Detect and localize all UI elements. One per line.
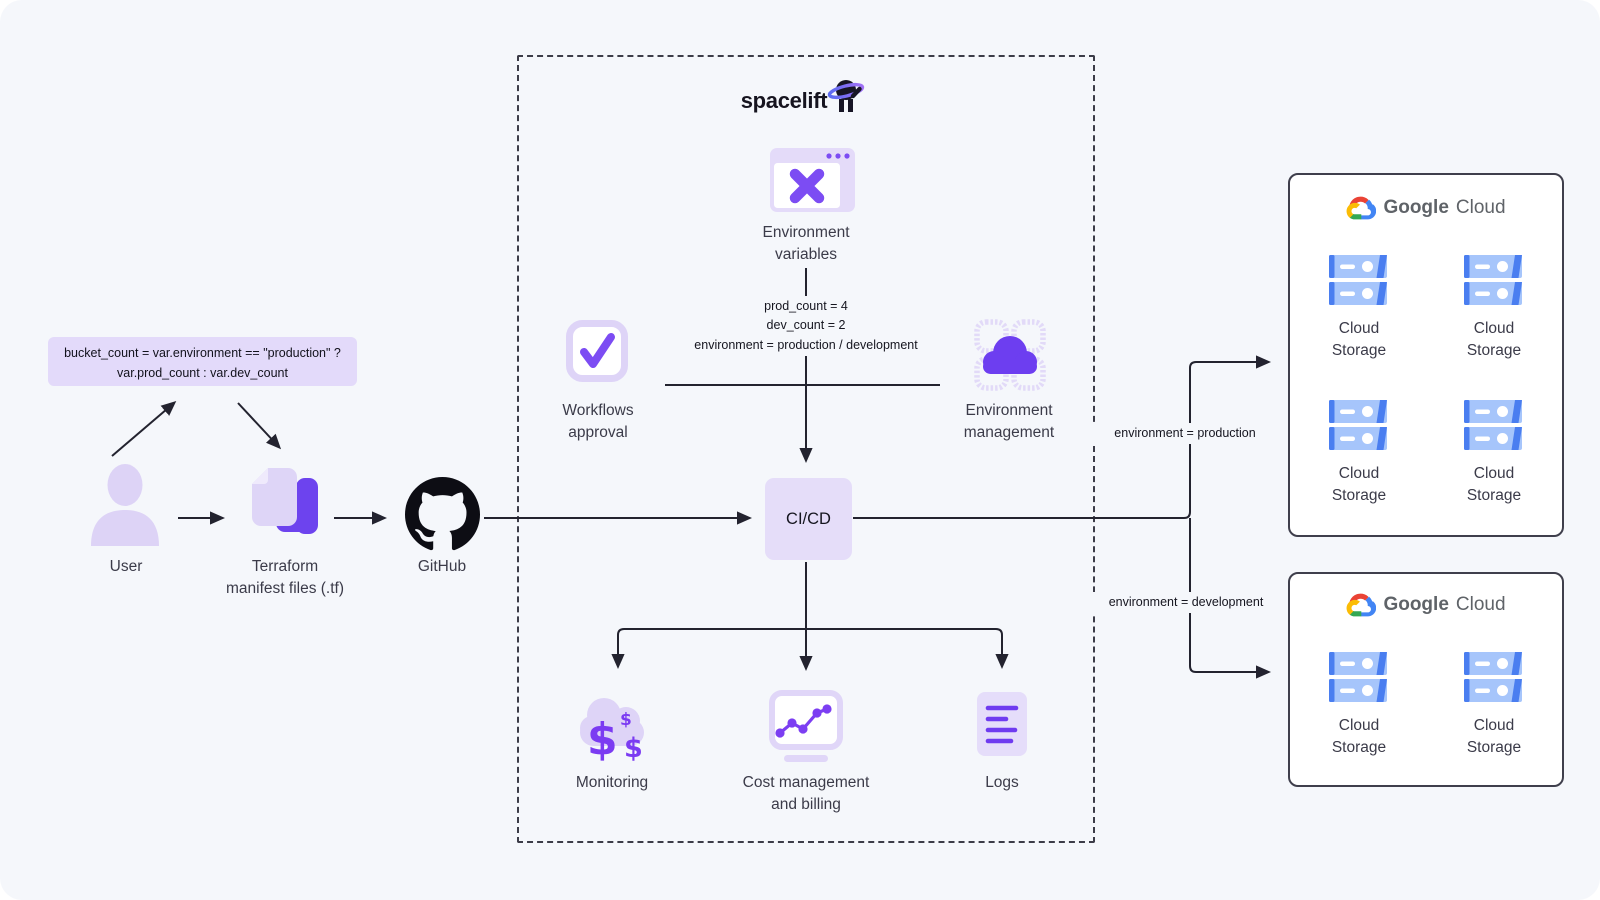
terraform-manifest-label: Terraform manifest files (.tf) (205, 556, 365, 600)
spacelift-logo: spacelift (700, 76, 910, 126)
cost-management-label-line2: and billing (771, 796, 841, 813)
cost-management-label: Cost management and billing (726, 772, 886, 816)
google-brand-text: Google (1383, 197, 1449, 218)
terraform-label-line2: manifest files (.tf) (226, 580, 344, 597)
cloud-brand-text: Cloud (1455, 197, 1506, 218)
logs-label: Logs (985, 774, 1019, 791)
environment-variables-label-line2: variables (774, 246, 838, 263)
cloud-storage-icon (1329, 652, 1387, 702)
cloud-storage-unit: Cloud Storage (1314, 255, 1404, 363)
cloud-storage-unit: Cloud Storage (1449, 400, 1539, 508)
environment-management-label-line1: Environment (965, 402, 1053, 419)
environment-variables-label-line1: Environment (762, 224, 850, 241)
spacelift-mascot-icon (828, 80, 865, 112)
code-line-1: bucket_count = var.environment == "produ… (64, 346, 341, 360)
cloud-brand-text: Cloud (1455, 594, 1506, 615)
environment-variables-icon (770, 148, 855, 212)
monitoring-icon: $ $ $ (580, 698, 644, 765)
google-cloud-logo-development: Google Cloud (1290, 590, 1562, 620)
cloud-storage-unit: Cloud Storage (1314, 400, 1404, 508)
cloud-storage-label: Cloud Storage (1331, 465, 1387, 505)
cost-management-label-line1: Cost management (742, 774, 870, 791)
google-cloud-logo-production: Google Cloud (1290, 193, 1562, 223)
terraform-manifest-icon (252, 468, 318, 534)
cloud-storage-label: Cloud Storage (1331, 320, 1387, 360)
terraform-code-box: bucket_count = var.environment == "produ… (48, 337, 357, 386)
spacelift-container-box (517, 55, 1095, 843)
workflows-approval-label: Workflows approval (538, 400, 658, 444)
cloud-storage-label: Cloud Storage (1466, 717, 1522, 757)
google-cloud-icon (1346, 196, 1377, 220)
cloud-storage-unit: Cloud Storage (1449, 652, 1539, 760)
google-brand-text: Google (1383, 594, 1449, 615)
edge-label-development: environment = development (1086, 592, 1286, 614)
monitoring-label: Monitoring (575, 774, 649, 791)
terraform-label-line1: Terraform (251, 558, 319, 575)
cloud-storage-icon (1464, 255, 1522, 305)
cloud-storage-label: Cloud Storage (1466, 465, 1522, 505)
spacelift-wordmark: spacelift (740, 88, 828, 113)
svg-text:$: $ (587, 714, 618, 765)
workflows-approval-icon (566, 320, 628, 382)
svg-text:$: $ (620, 710, 632, 730)
variables-annotation-line2: dev_count = 2 (766, 318, 846, 333)
user-label: User (109, 558, 143, 575)
cloud-storage-unit: Cloud Storage (1449, 255, 1539, 363)
workflows-approval-label-line2: approval (568, 424, 628, 441)
workflows-approval-label-line1: Workflows (562, 402, 634, 419)
cloud-storage-unit: Cloud Storage (1314, 652, 1404, 760)
variables-annotation: prod_count = 4 dev_count = 2 environment… (656, 296, 956, 357)
github-icon (405, 477, 480, 551)
cloud-storage-icon (1464, 652, 1522, 702)
variables-annotation-line1: prod_count = 4 (764, 299, 848, 313)
cloud-storage-icon (1329, 400, 1387, 450)
environment-management-icon (974, 319, 1046, 391)
logs-icon (977, 692, 1027, 756)
edge-label-production: environment = production (1085, 423, 1285, 445)
cloud-storage-label: Cloud Storage (1331, 717, 1387, 757)
environment-management-label-line2: management (963, 424, 1055, 441)
code-line-2: var.prod_count : var.dev_count (117, 366, 288, 380)
google-cloud-icon (1346, 593, 1377, 617)
environment-management-label: Environment management (934, 400, 1084, 444)
cicd-node: CI/CD (765, 478, 852, 560)
cicd-label: CI/CD (786, 509, 831, 528)
svg-text:$: $ (624, 733, 643, 764)
github-label: GitHub (417, 558, 467, 575)
variables-annotation-line3: environment = production / development (694, 337, 918, 352)
cloud-storage-icon (1464, 400, 1522, 450)
cloud-storage-icon (1329, 255, 1387, 305)
cloud-storage-label: Cloud Storage (1466, 320, 1522, 360)
environment-variables-label: Environment variables (731, 222, 881, 266)
cost-management-icon (769, 690, 843, 762)
user-icon (91, 464, 159, 546)
